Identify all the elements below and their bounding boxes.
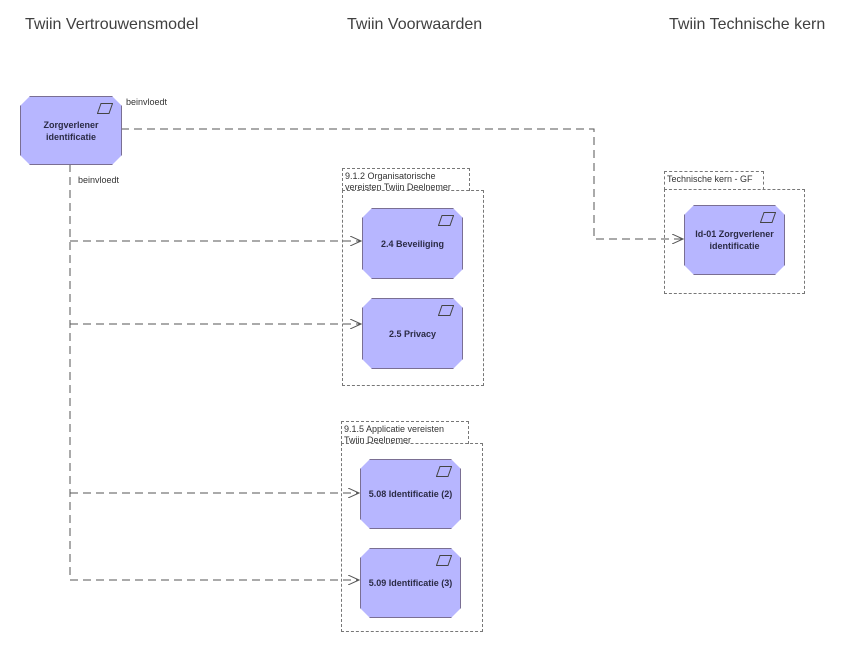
connector-label-down: beinvloedt <box>78 175 120 185</box>
requirement-icon <box>760 212 776 223</box>
requirement-icon <box>438 215 454 226</box>
package-tab-organisatorisch[interactable]: 9.1.2 Organisatorische vereisten Twiin D… <box>342 168 470 192</box>
column-title-vertrouwensmodel: Twiin Vertrouwensmodel <box>25 16 199 33</box>
element-label: 5.09 Identificatie (3) <box>368 578 453 588</box>
element-label: 2.4 Beveiliging <box>380 238 445 249</box>
element-label: Zorgverlener identificatie <box>43 119 99 142</box>
element-beveiliging[interactable]: 2.4 Beveiliging <box>362 208 463 279</box>
element-label: 5.08 Identificatie (2) <box>368 489 453 499</box>
requirement-icon <box>438 305 454 316</box>
element-identificatie-2[interactable]: 5.08 Identificatie (2) <box>360 459 461 529</box>
package-technische-kern[interactable] <box>664 189 805 294</box>
element-privacy[interactable]: 2.5 Privacy <box>362 298 463 369</box>
element-zorgverlener-identificatie[interactable]: Zorgverlener identificatie <box>20 96 122 165</box>
package-organisatorisch[interactable] <box>342 190 484 386</box>
column-title-voorwaarden: Twiin Voorwaarden <box>347 16 483 33</box>
element-identificatie-3[interactable]: 5.09 Identificatie (3) <box>360 548 461 618</box>
requirement-icon <box>97 103 113 114</box>
element-id01-zorgverlener-identificatie[interactable]: Id-01 Zorgverlener identificatie <box>684 205 785 275</box>
package-tab-applicatie[interactable]: 9.1.5 Applicatie vereisten Twiin Deelnem… <box>341 421 469 445</box>
element-label: Id-01 Zorgverlener identificatie <box>695 229 774 251</box>
requirement-icon <box>436 466 452 477</box>
connector-label-right: beinvloedt <box>126 97 168 107</box>
element-label: 2.5 Privacy <box>388 328 437 339</box>
package-tab-technische-kern[interactable]: Technische kern - GF <box>664 171 764 190</box>
package-applicatie[interactable] <box>341 443 483 632</box>
connector-to-id01 <box>121 128 683 239</box>
requirement-icon <box>436 555 452 566</box>
column-title-technische-kern: Twiin Technische kern <box>669 16 826 33</box>
